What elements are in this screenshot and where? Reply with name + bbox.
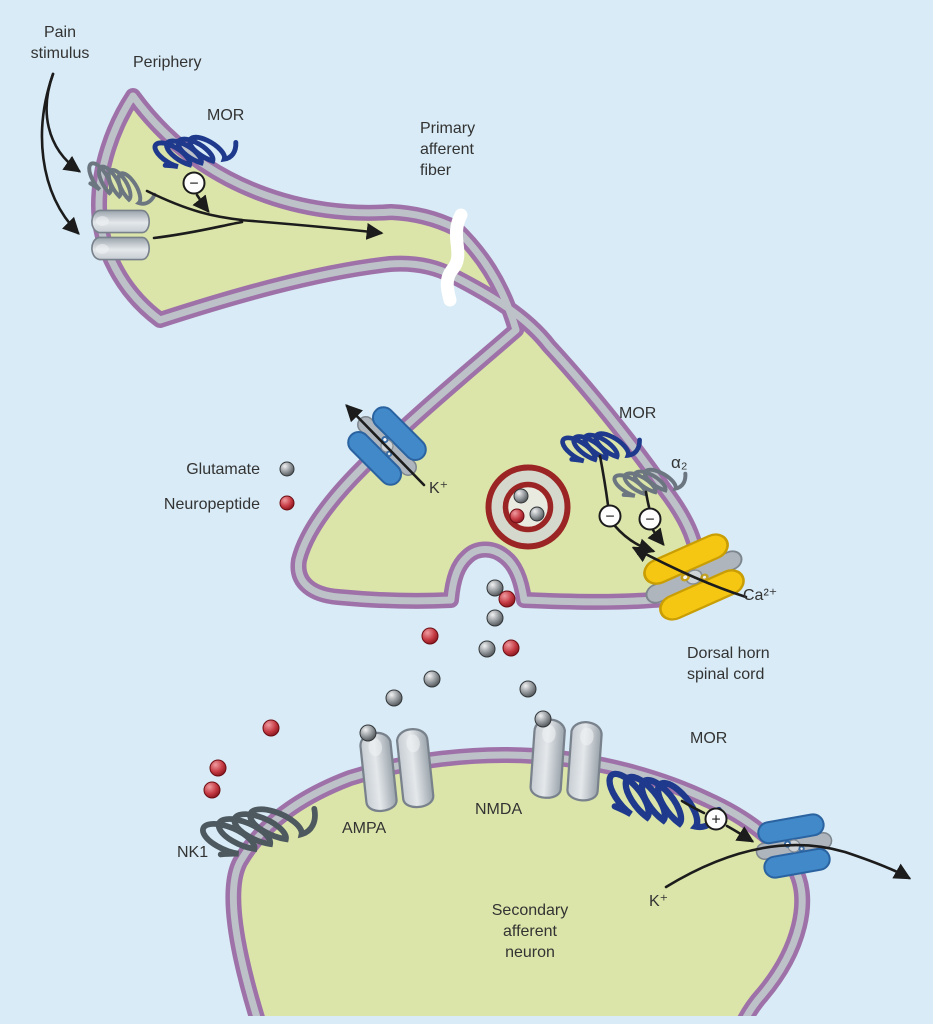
plus-sign: + bbox=[711, 812, 720, 829]
nmda-label: NMDA bbox=[475, 801, 523, 818]
neuropeptide-molecule bbox=[262, 719, 280, 737]
mor-presynaptic-label: MOR bbox=[619, 405, 657, 422]
glutamate-label: Glutamate bbox=[186, 461, 260, 478]
neuropeptide-molecule bbox=[509, 508, 525, 524]
plus-to-k-arrow bbox=[725, 824, 755, 843]
mor-to-badge-line bbox=[598, 454, 610, 507]
periphery-label: Periphery bbox=[133, 54, 202, 71]
minus-sign: − bbox=[189, 176, 198, 193]
glutamate-molecule bbox=[486, 609, 504, 627]
glutamate-molecule bbox=[385, 689, 403, 707]
glutamate-molecule bbox=[529, 506, 545, 522]
neuropeptide-molecule bbox=[421, 627, 439, 645]
neuropeptide-legend-dot bbox=[279, 495, 295, 511]
glutamate-molecule bbox=[519, 680, 537, 698]
glutamate-molecule bbox=[486, 579, 504, 597]
glutamate-molecule bbox=[478, 640, 496, 658]
excitation-badge-postsynaptic: + bbox=[704, 807, 728, 831]
axon-signal-arrow bbox=[238, 218, 384, 240]
glutamate-molecule bbox=[359, 724, 377, 742]
channel-to-axon-line bbox=[152, 220, 244, 240]
mor-postsynaptic-label: MOR bbox=[690, 730, 728, 747]
primary-afferent-membrane-gray-band bbox=[95, 92, 701, 606]
synaptic-vesicle bbox=[485, 464, 571, 550]
neuropeptide-molecule bbox=[502, 639, 520, 657]
ca-influx-arrow bbox=[631, 546, 748, 599]
arrow-layer bbox=[40, 72, 912, 889]
neuropeptide-label: Neuropeptide bbox=[163, 496, 260, 513]
alpha2-label: α₂ bbox=[671, 453, 688, 472]
k-postsynaptic-label: K⁺ bbox=[649, 893, 669, 910]
glutamate-molecule bbox=[423, 670, 441, 688]
secondary-afferent-neuron-body bbox=[225, 747, 811, 1016]
k-efflux-arrow-presynaptic bbox=[345, 404, 426, 487]
inhibition-badge-mor-presynaptic: − bbox=[598, 504, 622, 528]
inhibition-badge-alpha2: − bbox=[638, 507, 662, 531]
inhibition-badge-peripheral: − bbox=[182, 171, 206, 195]
ca2-label: Ca²⁺ bbox=[743, 587, 778, 604]
neuropeptide-molecule bbox=[209, 759, 227, 777]
glutamate-molecule bbox=[513, 488, 529, 504]
neuropeptide-molecule bbox=[203, 781, 221, 799]
dorsal-horn-label: Dorsal horn spinal cord bbox=[687, 645, 770, 683]
minus-sign: − bbox=[645, 512, 654, 529]
glutamate-legend-dot bbox=[279, 461, 295, 477]
k-presynaptic-label: K⁺ bbox=[429, 480, 449, 497]
ampa-label: AMPA bbox=[342, 820, 387, 837]
axon-break bbox=[440, 208, 468, 307]
minus-sign: − bbox=[605, 509, 614, 526]
primary-afferent-fiber-label: Primary afferent fiber bbox=[420, 120, 476, 179]
mor-inhibit-arrow-peripheral bbox=[192, 193, 210, 213]
secondary-afferent-label: Secondary afferent neuron bbox=[491, 902, 569, 961]
pain-stimulus-arrow-2 bbox=[40, 72, 80, 235]
alpha2-to-badge-line bbox=[644, 490, 651, 509]
glutamate-molecule bbox=[534, 710, 552, 728]
transmitter-dots bbox=[203, 461, 552, 799]
badge2-to-ca-arrow bbox=[647, 527, 665, 546]
pain-stimulus-arrow-1 bbox=[45, 72, 82, 173]
nk1-label: NK1 bbox=[177, 844, 209, 861]
k-efflux-arrow-postsynaptic bbox=[664, 843, 912, 889]
mor-to-plus-line bbox=[680, 799, 706, 815]
neuropeptide-molecule bbox=[498, 590, 516, 608]
mor-peripheral-label: MOR bbox=[207, 107, 245, 124]
pain-stimulus-label: Pain stimulus bbox=[30, 24, 90, 62]
